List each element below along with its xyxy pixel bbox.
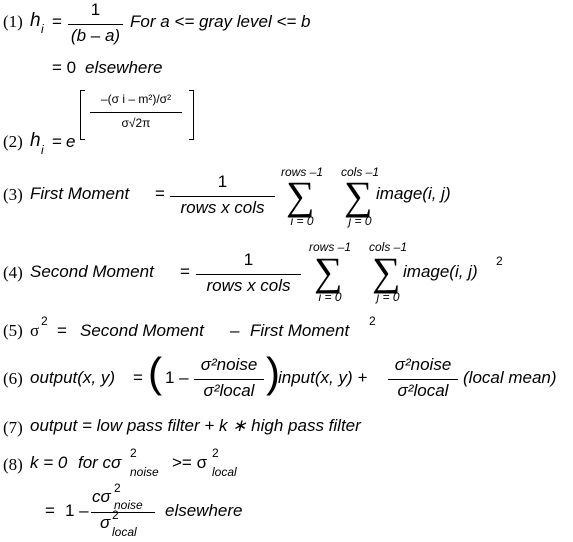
eq4-frac-den: rows x cols	[206, 276, 291, 295]
eq2-lhs-sub: i	[41, 143, 44, 157]
eq4-frac-num: 1	[243, 250, 254, 269]
eq8b-num: cσ	[92, 487, 111, 506]
eq6-mid: input(x, y) +	[278, 368, 368, 387]
eq1b-value: = 0	[52, 58, 77, 77]
eq7-text: output = low pass filter + k ∗ high pass…	[30, 416, 361, 435]
eq3-number: (3)	[3, 185, 23, 204]
eq8b-den: σ	[100, 513, 111, 532]
eq2-lhs: h	[30, 130, 41, 151]
eq2-exp-bar	[90, 112, 182, 113]
eq2-equals: =	[52, 132, 62, 151]
eq1-lhs: h	[30, 10, 41, 31]
eq8-local-sub: local	[212, 465, 237, 479]
eq4-sum2-bot: j = 0	[376, 290, 400, 304]
eq4-frac-bar	[196, 274, 301, 275]
eq2-exp-brackets	[80, 90, 194, 140]
eq4-sum1-bot: i = 0	[318, 290, 342, 304]
eq5-number: (5)	[3, 321, 23, 340]
eq8-for: for cσ	[78, 453, 122, 472]
eq3-equals: =	[155, 184, 165, 203]
eq5-equals: =	[57, 321, 67, 340]
eq5-rhs2-sup: 2	[369, 314, 376, 328]
eq1-equals: =	[52, 12, 62, 31]
eq8b-num-sup: 2	[114, 481, 121, 495]
eq4-lhs: Second Moment	[30, 262, 154, 281]
eq4-sum2-sigma: ∑	[372, 249, 401, 294]
eq3-sum2-bot: j = 0	[348, 214, 372, 228]
eq6-one: 1 –	[165, 368, 189, 387]
eq1-number: (1)	[3, 12, 23, 31]
eq8b-den-sup: 2	[112, 508, 119, 522]
eq8b-condition: elsewhere	[165, 501, 243, 520]
eq8-local-sup: 2	[212, 446, 219, 460]
eq2-exp-den: σ√2π	[121, 116, 151, 130]
eq5-minus: –	[230, 321, 240, 340]
eq1-lhs-sub: i	[41, 22, 44, 36]
eq3-frac-bar	[170, 196, 275, 197]
eq3-lhs: First Moment	[30, 184, 130, 203]
eq4-body: image(i, j)	[403, 262, 478, 281]
eq5-lhs: σ	[30, 321, 40, 340]
eq3-frac-num: 1	[217, 172, 228, 191]
eq1-frac-num: 1	[90, 0, 101, 19]
eq3-sum1-top: rows –1	[280, 165, 324, 179]
eq1-frac-bar	[68, 24, 123, 25]
eq3-frac-den: rows x cols	[180, 198, 265, 217]
eq5-lhs-sup: 2	[41, 314, 48, 328]
eq1-frac-den: (b – a)	[70, 26, 121, 45]
eq6-lhs: output(x, y)	[30, 368, 116, 387]
eq8-number: (8)	[3, 455, 23, 474]
eq6-number: (6)	[3, 369, 23, 388]
eq3-sum2-sigma: ∑	[344, 173, 373, 218]
eq8b-one: 1 –	[65, 501, 89, 520]
eq3-sum2-top: cols –1	[340, 165, 380, 179]
eq3-sum1-sigma: ∑	[286, 173, 315, 218]
eq3-sum1-bot: i = 0	[290, 214, 314, 228]
eq7-number: (7)	[3, 418, 23, 437]
eq8-noise-sub: noise	[130, 465, 159, 479]
eq6-f2-num: σ²noise	[394, 355, 452, 374]
eq4-power: 2	[496, 254, 503, 268]
eq2-base: e	[66, 132, 76, 151]
eq6-rparen: )	[266, 349, 280, 396]
eq8b-bar	[91, 512, 155, 513]
eq6-f2-bar	[388, 379, 458, 380]
eq6-lparen: (	[148, 349, 162, 396]
eq8b-equals: =	[45, 501, 55, 520]
eq8-lhs: k = 0	[30, 453, 68, 472]
eq6-equals: =	[133, 368, 143, 387]
eq8-ge: >= σ	[172, 453, 208, 472]
eq8b-den-sub: local	[112, 525, 137, 539]
eq8b-num-sub: noise	[114, 498, 143, 512]
eq4-equals: =	[180, 262, 190, 281]
eq4-sum1-top: rows –1	[308, 240, 352, 254]
eq5-rhs1: Second Moment	[80, 321, 204, 340]
eq2-number: (2)	[3, 132, 23, 151]
eq6-f1-den: σ²local	[203, 381, 255, 400]
eq3-body: image(i, j)	[376, 184, 451, 203]
eq1b-condition: elsewhere	[85, 58, 163, 77]
eq6-f1-num: σ²noise	[200, 355, 258, 374]
eq5-rhs2: First Moment	[250, 321, 350, 340]
eq6-tail: (local mean)	[463, 368, 557, 387]
eq6-f2-den: σ²local	[397, 381, 449, 400]
eq4-number: (4)	[3, 263, 23, 282]
eq6-f1-bar	[194, 379, 264, 380]
eq8-noise-sup: 2	[130, 446, 137, 460]
eq4-sum1-sigma: ∑	[314, 249, 343, 294]
eq2-exp-num: –(σ i – m²)/σ²	[100, 92, 172, 106]
eq4-sum2-top: cols –1	[368, 240, 408, 254]
eq1-condition: For a <= gray level <= b	[130, 12, 311, 31]
